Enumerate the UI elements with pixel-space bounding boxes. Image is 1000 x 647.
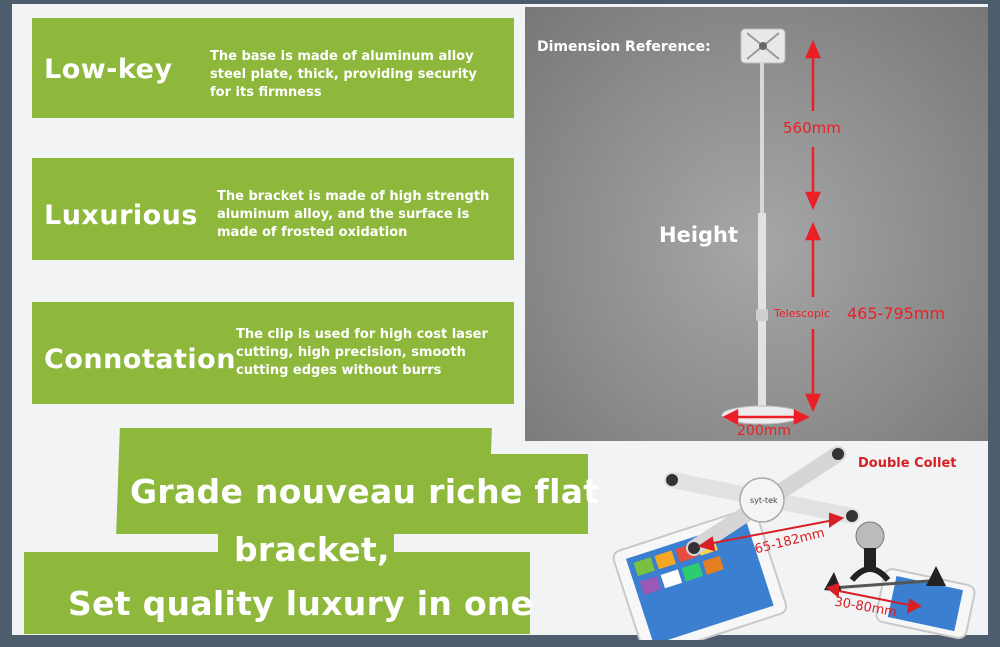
banner-line-3: Set quality luxury in one	[68, 584, 534, 623]
banner-line-1: Grade nouveau riche flat	[130, 472, 600, 511]
dimension-reference-label: Dimension Reference:	[537, 39, 711, 55]
feature-description: The base is made of aluminum alloy steel…	[210, 49, 477, 100]
brand-text: syt-tek	[750, 496, 778, 505]
banner-line-2: bracket,	[234, 530, 390, 569]
feature-panel-luxurious: Luxurious The bracket is made of high st…	[32, 158, 514, 260]
base-width-label: 200mm	[737, 423, 791, 439]
clip-measure-arrows	[697, 512, 923, 614]
feature-title: Low-key	[44, 54, 173, 85]
banner-block-bottom	[24, 552, 530, 634]
tablet-icon	[612, 507, 788, 640]
product-illustration: syt-tek	[612, 446, 976, 640]
upper-pole	[760, 63, 764, 213]
dimension-reference-photo: Dimension Reference: Height 560mm Telesc…	[525, 7, 988, 441]
stand-illustration	[721, 28, 821, 426]
collet-holder-icon	[824, 521, 946, 592]
top-length-label: 560mm	[783, 119, 841, 137]
telescopic-joint	[756, 309, 768, 321]
height-label: Height	[659, 223, 739, 247]
feature-description: The clip is used for high cost laser cut…	[236, 327, 488, 378]
double-collet-label: Double Collet	[858, 456, 957, 471]
feature-title: Luxurious	[44, 200, 198, 231]
feature-title: Connotation	[44, 344, 236, 375]
feature-panel-low-key: Low-key The base is made of aluminum all…	[32, 18, 514, 118]
feature-description: The bracket is made of high strength alu…	[217, 189, 490, 240]
bracket-icon: syt-tek	[664, 446, 860, 556]
telescopic-range-label: 465-795mm	[847, 304, 946, 323]
phone-icon	[875, 568, 976, 640]
telescopic-label: Telescopic	[774, 307, 831, 320]
feature-panel-connotation: Connotation The clip is used for high co…	[32, 302, 514, 404]
banner-block-top-right	[484, 454, 588, 534]
measure-arrows	[722, 39, 821, 426]
